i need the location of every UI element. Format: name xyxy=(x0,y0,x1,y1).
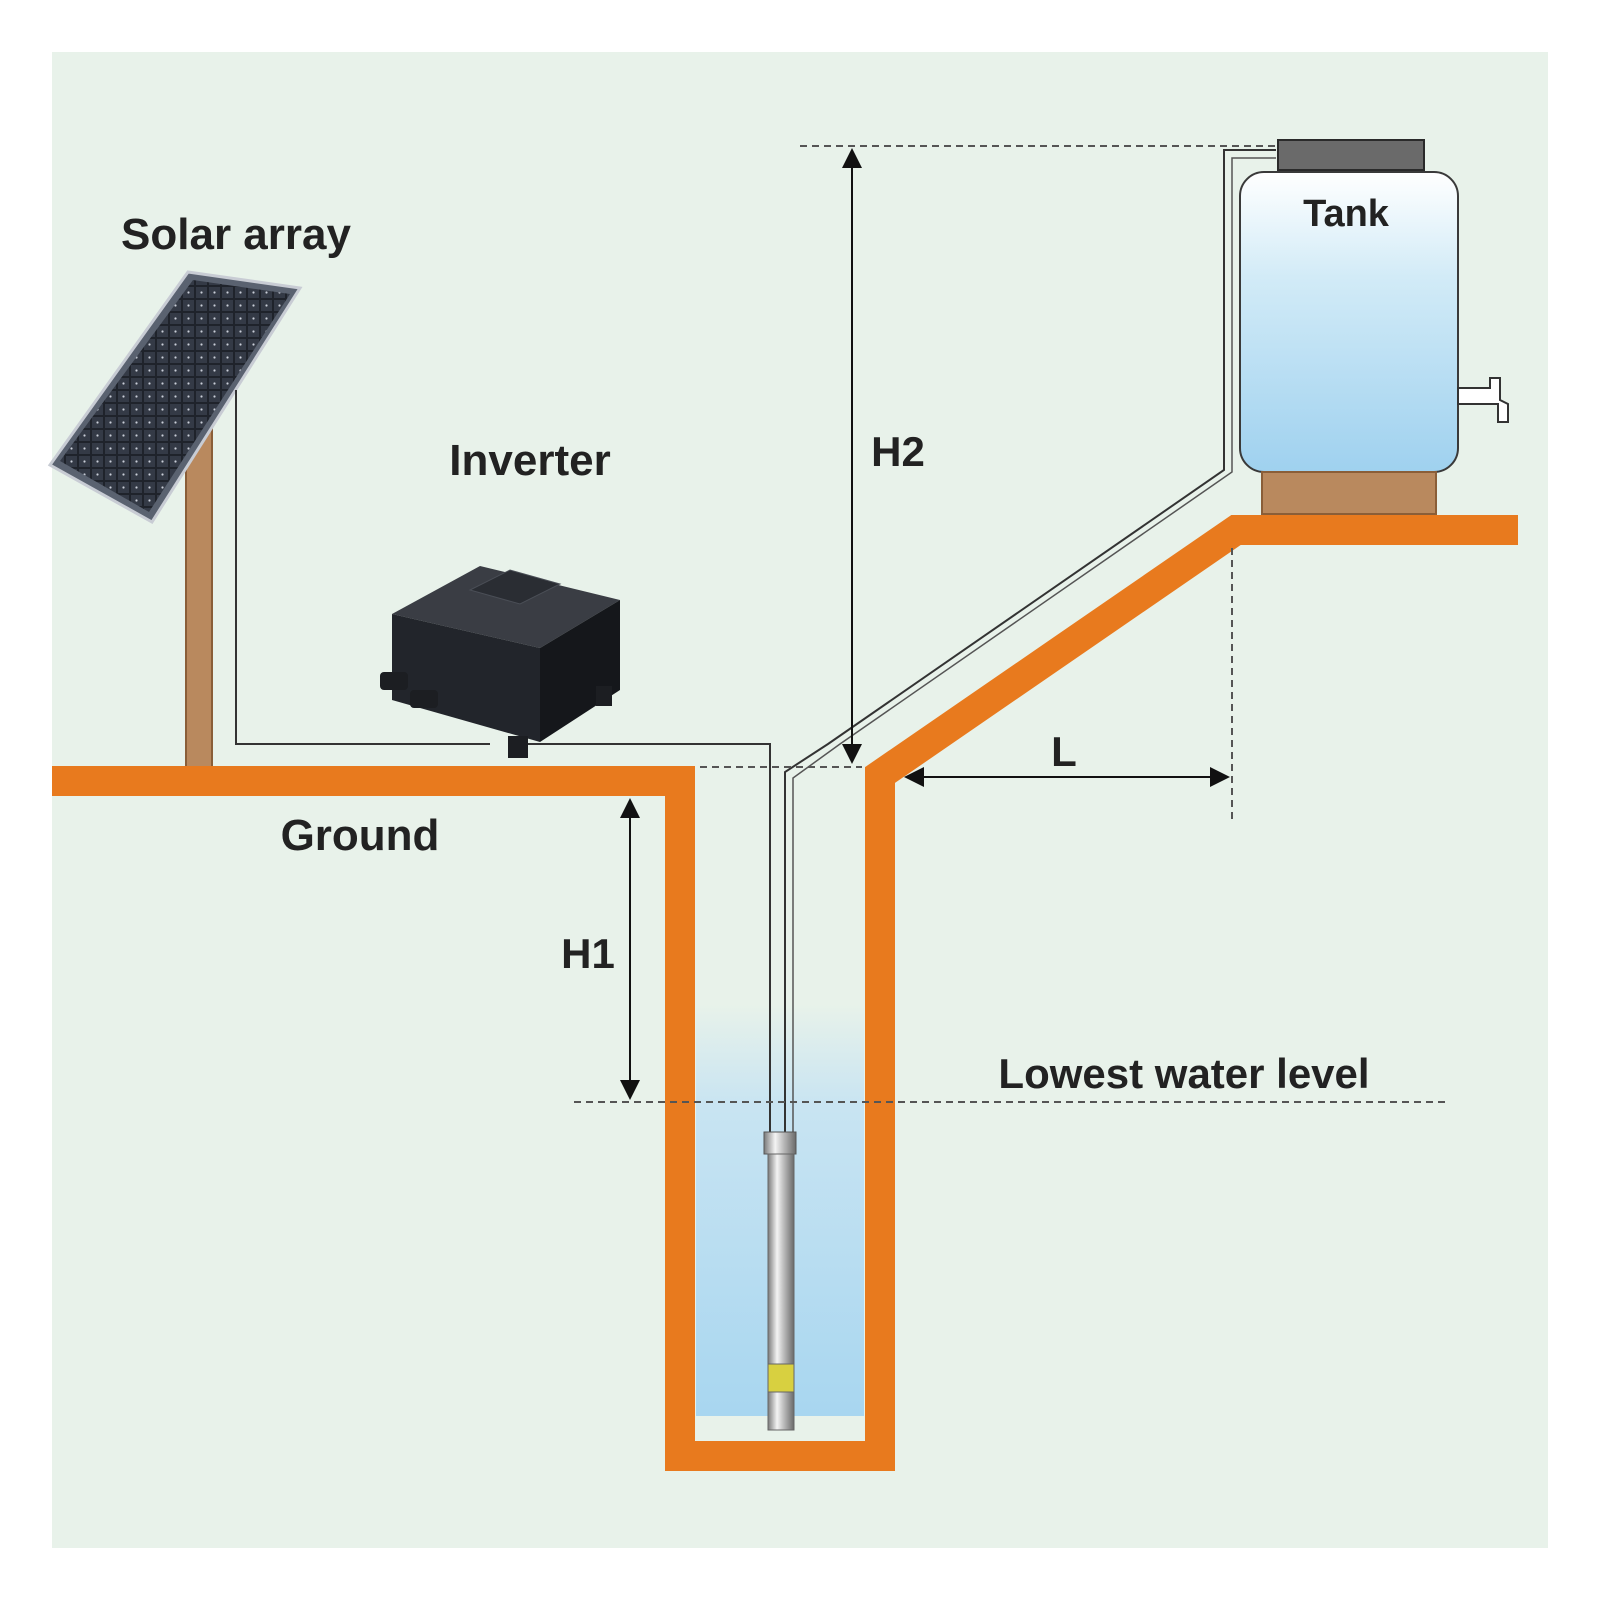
ground-label: Ground xyxy=(281,811,440,860)
tank xyxy=(1239,139,1509,515)
inverter-side xyxy=(540,600,620,742)
inverter-foot-1 xyxy=(508,736,528,758)
delivery-pipe xyxy=(784,149,1276,1132)
h2-label: H2 xyxy=(871,428,925,475)
inverter-gland-2 xyxy=(410,690,438,708)
inverter-top xyxy=(392,566,620,648)
pump-label-band xyxy=(767,1363,795,1393)
inverter-gland-1 xyxy=(380,672,408,690)
submersible-pump xyxy=(763,1131,797,1431)
solar-array-label: Solar array xyxy=(121,210,351,259)
inverter-label: Inverter xyxy=(449,436,610,485)
inverter-display xyxy=(468,569,562,605)
solar-array-post xyxy=(185,419,213,781)
tank-lid xyxy=(1277,139,1425,171)
l-label: L xyxy=(1051,728,1077,775)
tank-tap-icon xyxy=(1457,377,1509,423)
cable-solar-to-inverter xyxy=(235,390,490,745)
delivery-pipe-inner xyxy=(792,157,1276,1132)
h1-label: H1 xyxy=(561,930,615,977)
cable-inverter-to-pump xyxy=(520,743,771,1132)
inverter xyxy=(380,566,620,758)
solar-panel-cells xyxy=(60,280,290,512)
inverter-foot-2 xyxy=(596,686,612,706)
ground-line xyxy=(52,515,1518,1471)
tank-label: Tank xyxy=(1303,193,1390,235)
pump-head xyxy=(763,1131,797,1155)
tank-stand xyxy=(1261,471,1437,515)
inverter-front xyxy=(392,614,540,742)
lowest-water-level-label: Lowest water level xyxy=(998,1050,1369,1097)
